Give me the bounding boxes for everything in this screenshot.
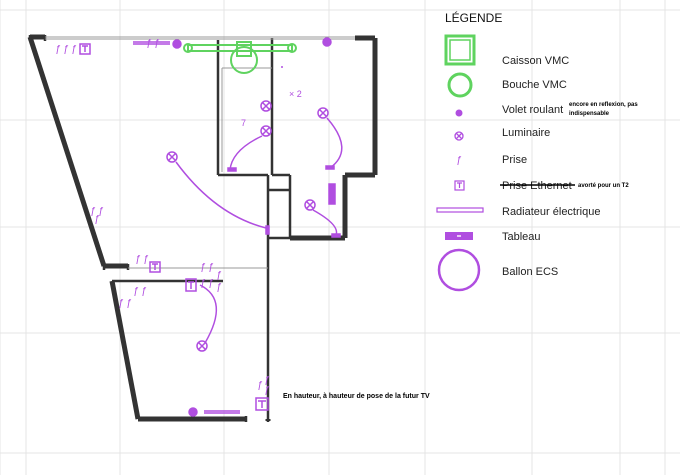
luminaire-icon bbox=[196, 340, 208, 352]
legend: LÉGENDE Caisson VMC Bouche VMC Volet rou… bbox=[436, 10, 638, 292]
legend-label-volet-roulant: Volet roulant bbox=[502, 104, 563, 116]
count-label: 7 bbox=[241, 118, 246, 128]
prise-icon: ƒ bbox=[200, 262, 206, 273]
prise-icon: ƒ bbox=[141, 286, 147, 297]
prise-icon: ƒ bbox=[118, 298, 124, 309]
legend-label-ballon-ecs: Ballon ECS bbox=[502, 266, 558, 278]
prise-ethernet-icon bbox=[454, 180, 465, 191]
walls bbox=[27, 34, 378, 422]
vmc-network bbox=[183, 41, 297, 74]
prise-ethernet-icon bbox=[79, 43, 91, 55]
tv-note: En hauteur, à hauteur de pose de la futu… bbox=[283, 393, 430, 400]
legend-label-prise-ethernet: Prise Ethernet bbox=[502, 180, 572, 192]
legend-label-luminaire: Luminaire bbox=[502, 127, 550, 139]
prise-ethernet-icon bbox=[255, 397, 269, 411]
bouche-vmc-icon bbox=[287, 43, 297, 53]
prise-icon: ƒ bbox=[216, 270, 222, 281]
prise-icon: ƒ bbox=[257, 380, 263, 391]
bouche-vmc-icon bbox=[447, 72, 473, 98]
prise-icon: ƒ bbox=[126, 298, 132, 309]
luminaire-icon bbox=[260, 100, 272, 112]
volet-roulant-icon bbox=[455, 109, 463, 117]
ballon-ecs-icon bbox=[437, 248, 481, 292]
top-wall-thin bbox=[45, 36, 355, 269]
volet-roulant-icon bbox=[188, 407, 198, 417]
prise-icon: ƒ bbox=[133, 286, 139, 297]
prise-icon: ƒ bbox=[143, 254, 149, 265]
bouche-vmc-icon bbox=[183, 43, 193, 53]
prise-icon: ƒ bbox=[71, 44, 77, 55]
radiateur-icon bbox=[436, 207, 484, 213]
luminaire-icon bbox=[260, 125, 272, 137]
legend-label-prise: Prise bbox=[502, 154, 527, 166]
prise-icon: ƒ bbox=[208, 262, 214, 273]
prise-icon: ƒ bbox=[63, 44, 69, 55]
tableau-icon bbox=[328, 183, 336, 205]
prise-icon: ƒ bbox=[98, 206, 104, 217]
vmc-duct bbox=[187, 44, 293, 52]
legend-title: LÉGENDE bbox=[445, 10, 502, 25]
prise-icon: ƒ bbox=[200, 278, 206, 289]
luminaire-icon bbox=[454, 131, 464, 141]
electric-network bbox=[79, 37, 343, 417]
prise-icon: ƒ bbox=[146, 38, 152, 49]
legend-note-volet-2: indispensable bbox=[569, 111, 610, 117]
legend-note-volet-1: encore en reflexion, pas bbox=[569, 102, 638, 108]
walls-thin bbox=[28, 35, 292, 422]
luminaire-icon bbox=[304, 199, 316, 211]
ballon-ecs-icon bbox=[230, 46, 258, 74]
prise-icon: ƒ bbox=[154, 38, 160, 49]
luminaire-icon bbox=[166, 151, 178, 163]
legend-note-prise-ethernet: avorté pour un T2 bbox=[578, 183, 629, 189]
prise-icon: ƒ bbox=[55, 44, 61, 55]
legend-label-caisson-vmc: Caisson VMC bbox=[502, 55, 569, 67]
legend-label-radiateur: Radiateur électrique bbox=[502, 206, 600, 218]
prise-ethernet-icon bbox=[149, 261, 161, 273]
prise-icon: ƒ bbox=[264, 375, 270, 386]
prise-icon: ƒ bbox=[94, 214, 100, 225]
volet-roulant-icon bbox=[322, 37, 332, 47]
prise-icon: ƒ bbox=[456, 155, 462, 166]
luminaire-icon bbox=[317, 107, 329, 119]
prise-icon: ƒ bbox=[135, 254, 141, 265]
prise-ethernet-icon bbox=[185, 278, 197, 292]
volet-roulant-icon bbox=[172, 39, 182, 49]
prise-icon: ƒ bbox=[90, 206, 96, 217]
caisson-vmc-icon bbox=[444, 34, 476, 66]
prise-icon: ƒ bbox=[208, 278, 214, 289]
multiplier-label: × 2 bbox=[289, 89, 302, 99]
legend-label-bouche-vmc: Bouche VMC bbox=[502, 79, 567, 91]
legend-label-tableau: Tableau bbox=[502, 231, 541, 243]
prise-icon: ƒ bbox=[216, 282, 222, 293]
prise-icon: ƒ bbox=[264, 385, 270, 396]
